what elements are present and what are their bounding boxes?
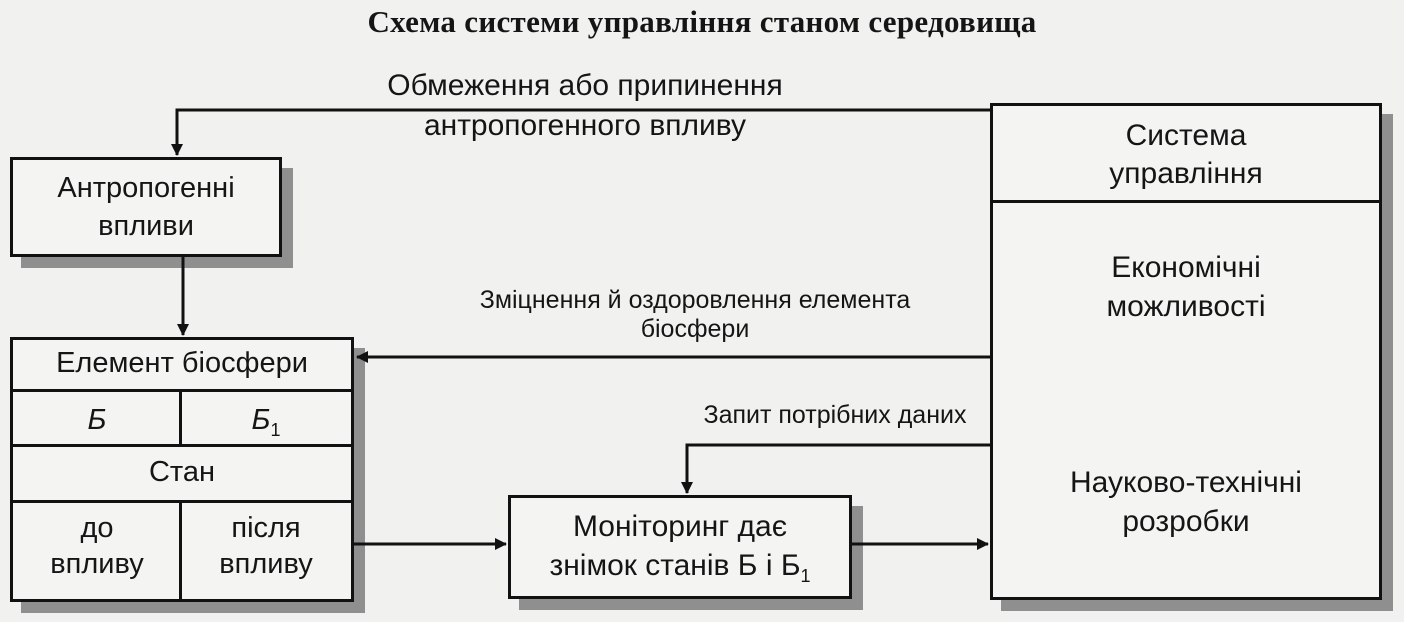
management-economic-line2: можливості	[1106, 290, 1266, 323]
monitoring-line1: Моніторинг дає	[572, 510, 788, 543]
management-header-line2: управління	[1109, 157, 1263, 190]
anthropogenic-box: Антропогенні впливи	[10, 157, 282, 257]
biosphere-box: Елемент біосфери Б Б1 Стан до впливу піс…	[10, 337, 354, 602]
data-request-label: Запит потрібних даних	[703, 401, 967, 429]
biosphere-b1-sub: 1	[270, 419, 281, 440]
biosphere-b-text: Б	[87, 404, 107, 436]
strengthening-label-line1: Зміцнення й оздоровлення елемента	[479, 286, 911, 314]
restriction-arrow	[171, 108, 990, 156]
biosphere-vdivider-bottom	[179, 500, 182, 599]
biosphere-before-line2: впливу	[50, 548, 144, 580]
management-economic-line1: Економічні	[1111, 251, 1261, 284]
biosphere-before-line1: до	[80, 512, 114, 544]
management-science-line2: розробки	[1122, 505, 1250, 538]
management-divider	[993, 200, 1379, 203]
anthropogenic-line2: впливи	[98, 210, 194, 242]
biosphere-after-line2: впливу	[219, 548, 313, 580]
restriction-label-line1: Обмеження або припинення	[387, 69, 783, 102]
restriction-label-line2: антропогенного впливу	[423, 109, 747, 142]
biosphere-title: Елемент біосфери	[56, 347, 308, 379]
biosphere-b1-text: Б	[251, 404, 271, 436]
biosphere-divider-1	[13, 389, 351, 392]
biosphere-vdivider-top	[179, 389, 182, 444]
management-box: Система управління Економічні можливості…	[990, 103, 1382, 600]
management-science-line1: Науково-технічні	[1070, 466, 1302, 499]
biosphere-divider-3	[13, 500, 351, 503]
biosphere-b: Б	[13, 402, 181, 439]
biosphere-state: Стан	[148, 456, 216, 488]
monitoring-box: Моніторинг дає знімок станів Б і Б1	[508, 495, 852, 599]
anthropogenic-line1: Антропогенні	[57, 172, 235, 204]
biosphere-b1: Б1	[181, 402, 351, 449]
monitoring-line2-text: знімок станів Б і Б	[549, 549, 801, 582]
strengthening-label-line2: біосфери	[640, 315, 750, 343]
data-request-arrow	[681, 443, 990, 494]
biosphere-divider-2	[13, 444, 351, 447]
diagram-title: Схема системи управління станом середови…	[367, 4, 1037, 39]
management-header-line1: Система	[1125, 119, 1247, 152]
biosphere-after-line1: після	[231, 512, 301, 544]
monitoring-line2-sub: 1	[800, 566, 811, 586]
monitoring-line2: знімок станів Б і Б1	[511, 547, 849, 595]
